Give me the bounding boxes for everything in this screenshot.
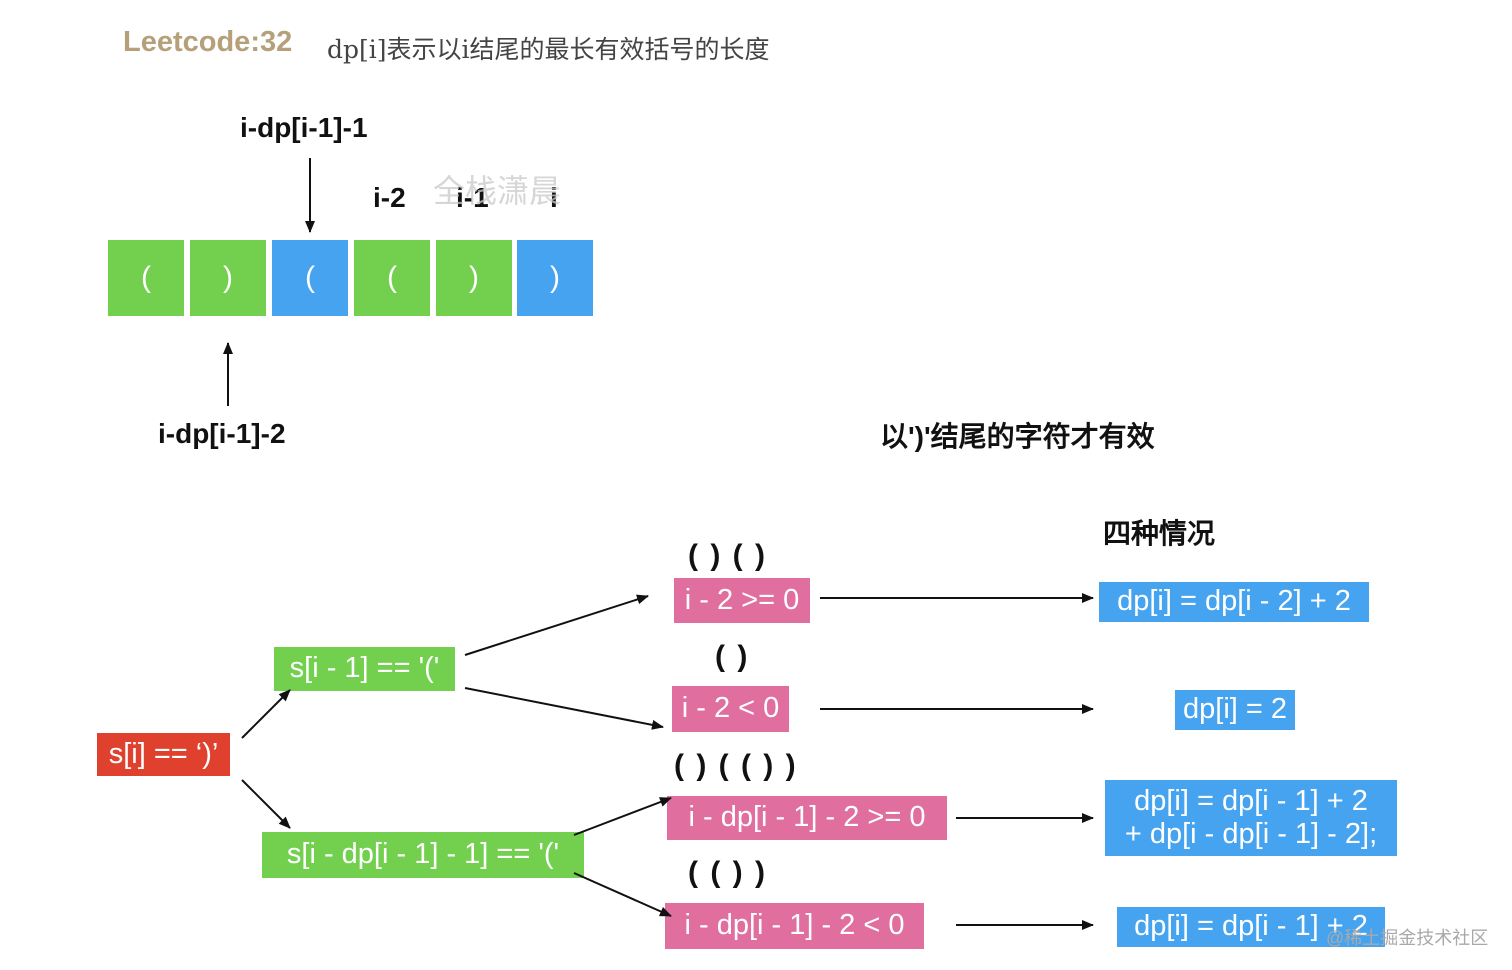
- arrow-root-to-b: [241, 779, 291, 829]
- cases-title: 四种情况: [1103, 518, 1216, 549]
- condition-box-3: i - dp[i - 1] - 2 >= 0: [667, 796, 947, 840]
- result-box-1: dp[i] = dp[i - 2] + 2: [1099, 582, 1369, 622]
- condition-box-1: i - 2 >= 0: [674, 578, 810, 623]
- array-cell-5: ): [517, 240, 593, 316]
- paren-example-2: ( ): [715, 640, 750, 673]
- arrow-b-to-cond-3: [573, 797, 672, 836]
- root-condition-box: s[i] == ‘)’: [97, 733, 230, 776]
- dp-description: dp[i]表示以i结尾的最长有效括号的长度: [327, 35, 770, 64]
- array-cell-3: (: [354, 240, 430, 316]
- footer-watermark: @稀土掘金技术社区: [1326, 928, 1489, 948]
- result-box-3-line-2: + dp[i - dp[i - 1] - 2];: [1124, 818, 1378, 850]
- paren-example-3: ( ) ( ( ) ): [674, 749, 798, 782]
- author-watermark: 全栈潇晨: [433, 173, 562, 209]
- arrow-a-to-cond-2: [464, 687, 664, 730]
- i-label: i: [550, 182, 558, 213]
- valid-char-note: 以')'结尾的字符才有效: [880, 421, 1155, 452]
- arrow-a-to-cond-1: [464, 594, 649, 656]
- result-box-4: dp[i] = dp[i - 1] + 2: [1117, 907, 1385, 947]
- branch-b-box: s[i - dp[i - 1] - 1] == '(': [262, 832, 584, 878]
- leetcode-title: Leetcode:32: [123, 26, 293, 58]
- top-pointer-label: i-dp[i-1]-1: [240, 112, 368, 143]
- result-box-2: dp[i] = 2: [1175, 690, 1295, 730]
- i-minus-2-label: i-2: [373, 182, 406, 213]
- result-box-3: dp[i] = dp[i - 1] + 2 + dp[i - dp[i - 1]…: [1105, 780, 1397, 856]
- paren-example-1: ( ) ( ): [688, 539, 767, 572]
- paren-example-4: ( ( ) ): [688, 856, 767, 889]
- arrow-b-to-cond-4: [573, 872, 672, 917]
- branch-a-box: s[i - 1] == '(': [274, 647, 455, 691]
- array-cell-2: (: [272, 240, 348, 316]
- array-cell-4: ): [436, 240, 512, 316]
- result-box-3-line-1: dp[i] = dp[i - 1] + 2: [1134, 784, 1368, 817]
- i-minus-1-label: i-1: [456, 182, 489, 213]
- array-cell-0: (: [108, 240, 184, 316]
- condition-box-2: i - 2 < 0: [672, 686, 789, 732]
- bottom-pointer-label: i-dp[i-1]-2: [158, 418, 286, 449]
- array-cell-1: ): [190, 240, 266, 316]
- arrow-root-to-a: [241, 689, 291, 739]
- condition-box-4: i - dp[i - 1] - 2 < 0: [665, 903, 924, 949]
